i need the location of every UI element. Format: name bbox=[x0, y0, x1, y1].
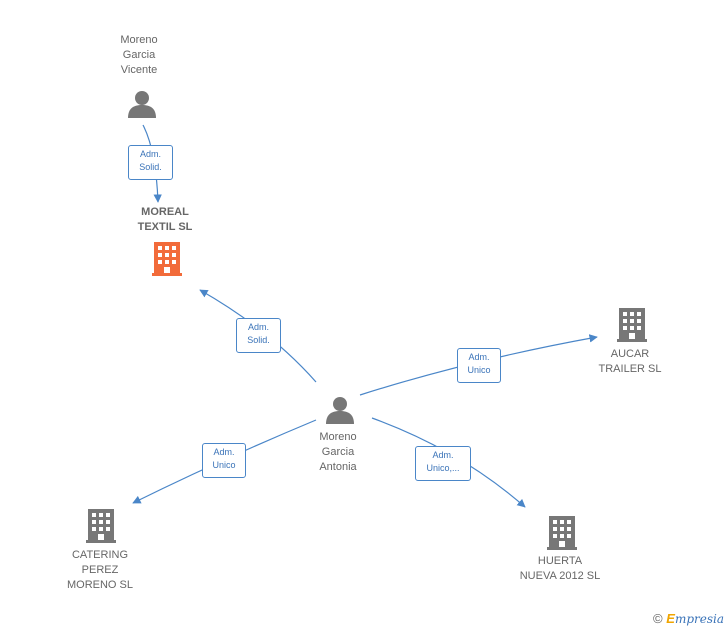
node-label-moreal-textil[interactable]: MOREAL TEXTIL SL bbox=[137, 206, 193, 233]
node-label-aucar-trailer[interactable]: AUCAR TRAILER SL bbox=[598, 348, 662, 375]
edge-label-adm-solid[interactable]: Adm. Solid. bbox=[128, 145, 173, 180]
building-icon bbox=[617, 308, 647, 342]
edge-label-adm-solid[interactable]: Adm. Solid. bbox=[236, 318, 281, 353]
node-label-huerta-nueva[interactable]: HUERTA NUEVA 2012 SL bbox=[519, 555, 601, 582]
node-label-moreno-garcia-vicente[interactable]: Moreno Garcia Vicente bbox=[120, 34, 158, 76]
person-icon bbox=[128, 91, 156, 118]
brand-name: mpresia bbox=[674, 612, 724, 626]
building-icon bbox=[547, 516, 577, 550]
brand-logo-letter: E bbox=[666, 611, 675, 626]
edge-label-adm-unico[interactable]: Adm. Unico bbox=[457, 348, 501, 383]
brand-footer: © Empresia bbox=[653, 611, 724, 626]
node-label-catering-perez-moreno[interactable]: CATERING PEREZ MORENO SL bbox=[66, 549, 133, 591]
person-icon bbox=[326, 397, 354, 424]
node-label-moreno-garcia-antonia[interactable]: Moreno Garcia Antonia bbox=[319, 431, 357, 473]
copyright-icon: © bbox=[653, 611, 663, 626]
building-icon bbox=[152, 242, 182, 276]
edge-label-adm-unico[interactable]: Adm. Unico bbox=[202, 443, 246, 478]
edge-label-adm-unico-more[interactable]: Adm. Unico,... bbox=[415, 446, 471, 481]
building-icon bbox=[86, 509, 116, 543]
